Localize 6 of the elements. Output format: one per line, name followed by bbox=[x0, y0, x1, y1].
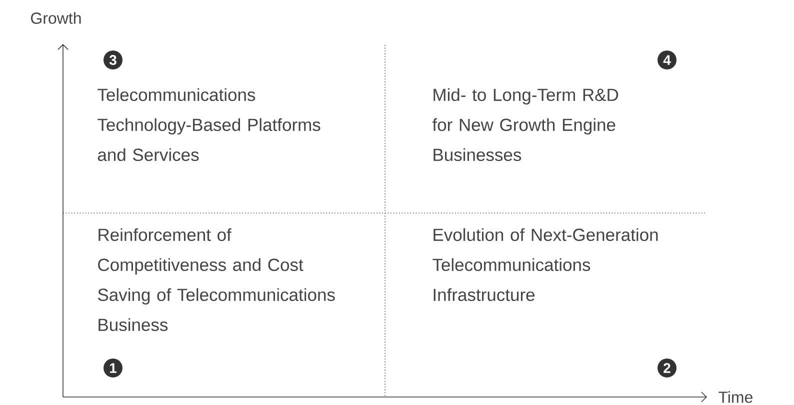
number-badge: 4 bbox=[658, 50, 676, 70]
quadrant-text: Telecommunications Technology-Based Platforms and Services bbox=[98, 88, 320, 162]
number-badge: 3 bbox=[104, 50, 122, 70]
axis-label: Time bbox=[718, 391, 752, 403]
number-badge: 2 bbox=[658, 358, 676, 378]
number-badge: 1 bbox=[104, 358, 122, 378]
